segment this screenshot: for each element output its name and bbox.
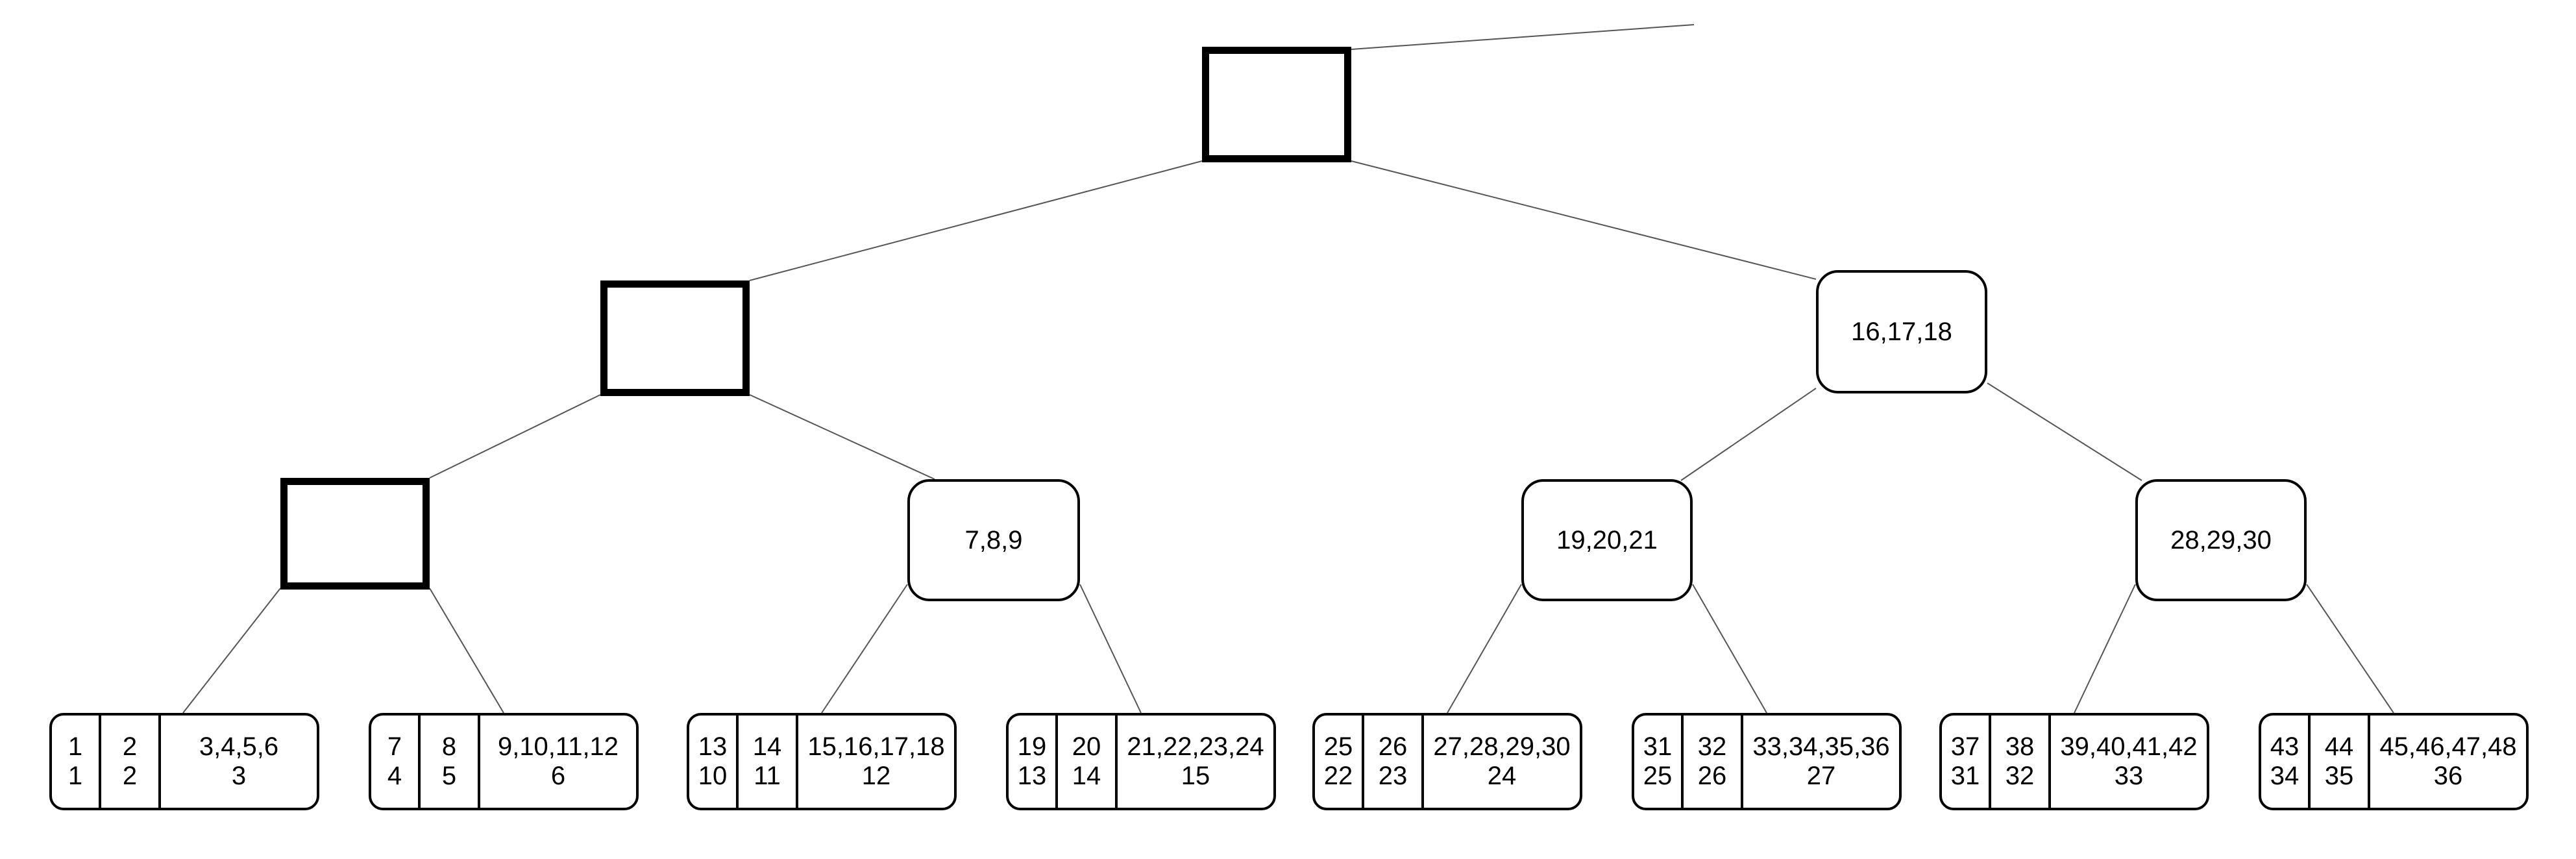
node-l2-b: 7,8,9 bbox=[907, 479, 1080, 601]
edge-a-leaf2 bbox=[429, 588, 504, 714]
node-l1-right: 16,17,18 bbox=[1816, 270, 1987, 393]
edge-l1left-a bbox=[429, 394, 601, 479]
edge-b-leaf3 bbox=[821, 584, 908, 714]
node-label: 28,29,30 bbox=[2170, 525, 2272, 554]
edge-c-leaf6 bbox=[1692, 584, 1767, 714]
edge-d-leaf8 bbox=[2306, 584, 2394, 714]
node-label: 16,17,18 bbox=[1851, 317, 1952, 346]
edge-b-leaf4 bbox=[1079, 584, 1142, 714]
node-l1-left bbox=[600, 280, 750, 396]
edge-c-leaf5 bbox=[1447, 584, 1522, 714]
edge-root-parent bbox=[1351, 24, 1695, 50]
edge-l1right-d bbox=[1987, 382, 2142, 481]
edge-a-leaf1 bbox=[182, 588, 281, 714]
edge-root-right bbox=[1351, 160, 1817, 280]
edge-l1right-c bbox=[1680, 388, 1817, 481]
edge-root-left bbox=[749, 160, 1203, 281]
node-l2-d: 28,29,30 bbox=[2135, 479, 2307, 601]
root-node bbox=[1202, 47, 1351, 162]
node-label: 19,20,21 bbox=[1556, 525, 1658, 554]
node-l2-a bbox=[280, 478, 430, 590]
edge-d-leaf7 bbox=[2074, 584, 2136, 714]
edge-l1left-b bbox=[749, 394, 935, 480]
node-l2-c: 19,20,21 bbox=[1521, 479, 1693, 601]
node-label: 7,8,9 bbox=[964, 525, 1023, 554]
